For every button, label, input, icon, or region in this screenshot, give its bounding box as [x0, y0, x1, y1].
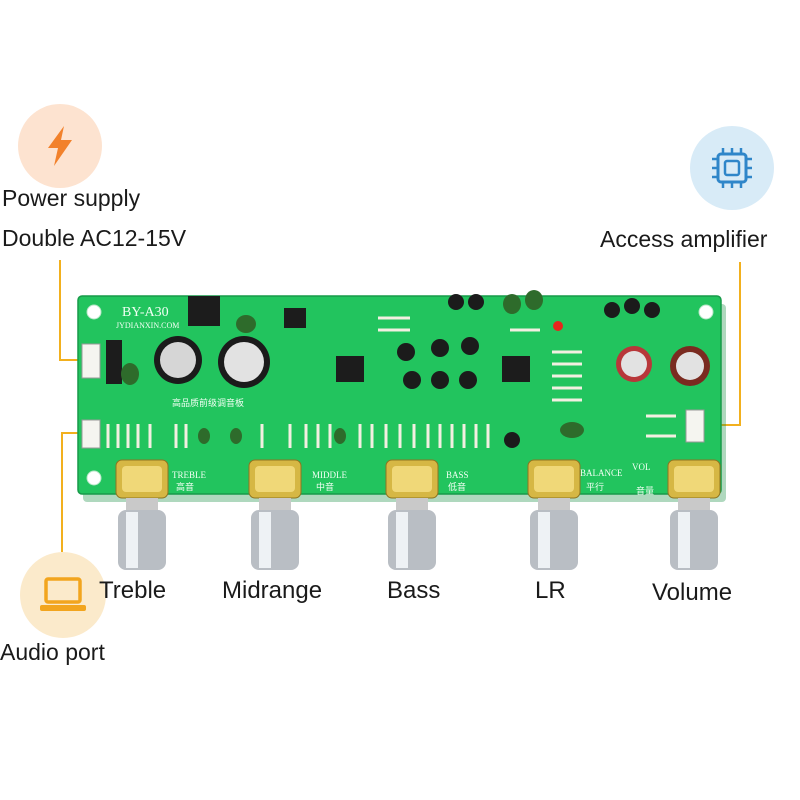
- regulator: [284, 308, 306, 328]
- audio-connector: [81, 419, 101, 449]
- midrange-label: Midrange: [222, 577, 323, 604]
- potentiometers: [115, 459, 721, 570]
- bass-label: Bass: [387, 577, 441, 604]
- mount-hole: [698, 304, 714, 320]
- resistor-row-right: [378, 316, 676, 438]
- pcb-website-text: JYDIANXIN.COM: [116, 321, 179, 330]
- op-amp-chip: [502, 356, 530, 382]
- pcb-vol-cn: 音量: [636, 485, 654, 496]
- pcb-bass-label: BASS: [446, 470, 469, 480]
- power-connector: [81, 343, 101, 379]
- power-badge: [18, 104, 102, 188]
- pcb-treble-label: TREBLE: [172, 470, 206, 480]
- pcb-balance-label: BALANCE: [580, 468, 623, 478]
- treble-potentiometer: [115, 459, 169, 570]
- midrange-potentiometer: [248, 459, 302, 570]
- pcb-middle-label: MIDDLE: [312, 470, 347, 480]
- lightning-bolt-icon: [48, 126, 72, 166]
- pcb-vol-label: VOL: [632, 462, 651, 472]
- mount-hole: [86, 304, 102, 320]
- power-voltage-label: Double AC12-15V: [2, 225, 187, 251]
- rectifier: [106, 340, 122, 384]
- pcb-model-text: BY-A30: [122, 305, 169, 320]
- callout-line-power: [59, 260, 82, 361]
- volume-label: Volume: [652, 579, 733, 606]
- pcb-balance-cn: 平行: [586, 481, 604, 492]
- volume-potentiometer: [667, 459, 721, 570]
- small-capacitors: [397, 294, 660, 448]
- resistor-row-bottom: [106, 424, 490, 448]
- pcb-treble-cn: 高音: [176, 481, 194, 492]
- regulator: [188, 296, 220, 326]
- mount-hole: [86, 470, 102, 486]
- amplifier-badge: [690, 126, 774, 210]
- amp-connector: [685, 409, 705, 443]
- bass-potentiometer: [385, 459, 439, 570]
- led: [553, 321, 563, 331]
- audio-port-label: Audio port: [0, 639, 105, 665]
- pcb-bass-cn: 低音: [448, 481, 466, 492]
- treble-label: Treble: [99, 577, 167, 604]
- audio-port-badge: [20, 552, 106, 638]
- callout-line-audio: [61, 432, 82, 552]
- film-capacitors: [121, 290, 584, 444]
- pcb-middle-cn: 中音: [316, 481, 334, 492]
- laptop-icon: [40, 577, 86, 611]
- chip-icon: [712, 148, 752, 188]
- power-supply-label: Power supply: [2, 185, 141, 211]
- callout-line-amp: [715, 262, 741, 426]
- access-amplifier-label: Access amplifier: [600, 226, 768, 252]
- lr-label: LR: [535, 577, 566, 604]
- lr-potentiometer: [527, 459, 581, 570]
- pcb-subtitle-text: 高品质前级调音板: [172, 397, 244, 408]
- op-amp-chip: [336, 356, 364, 382]
